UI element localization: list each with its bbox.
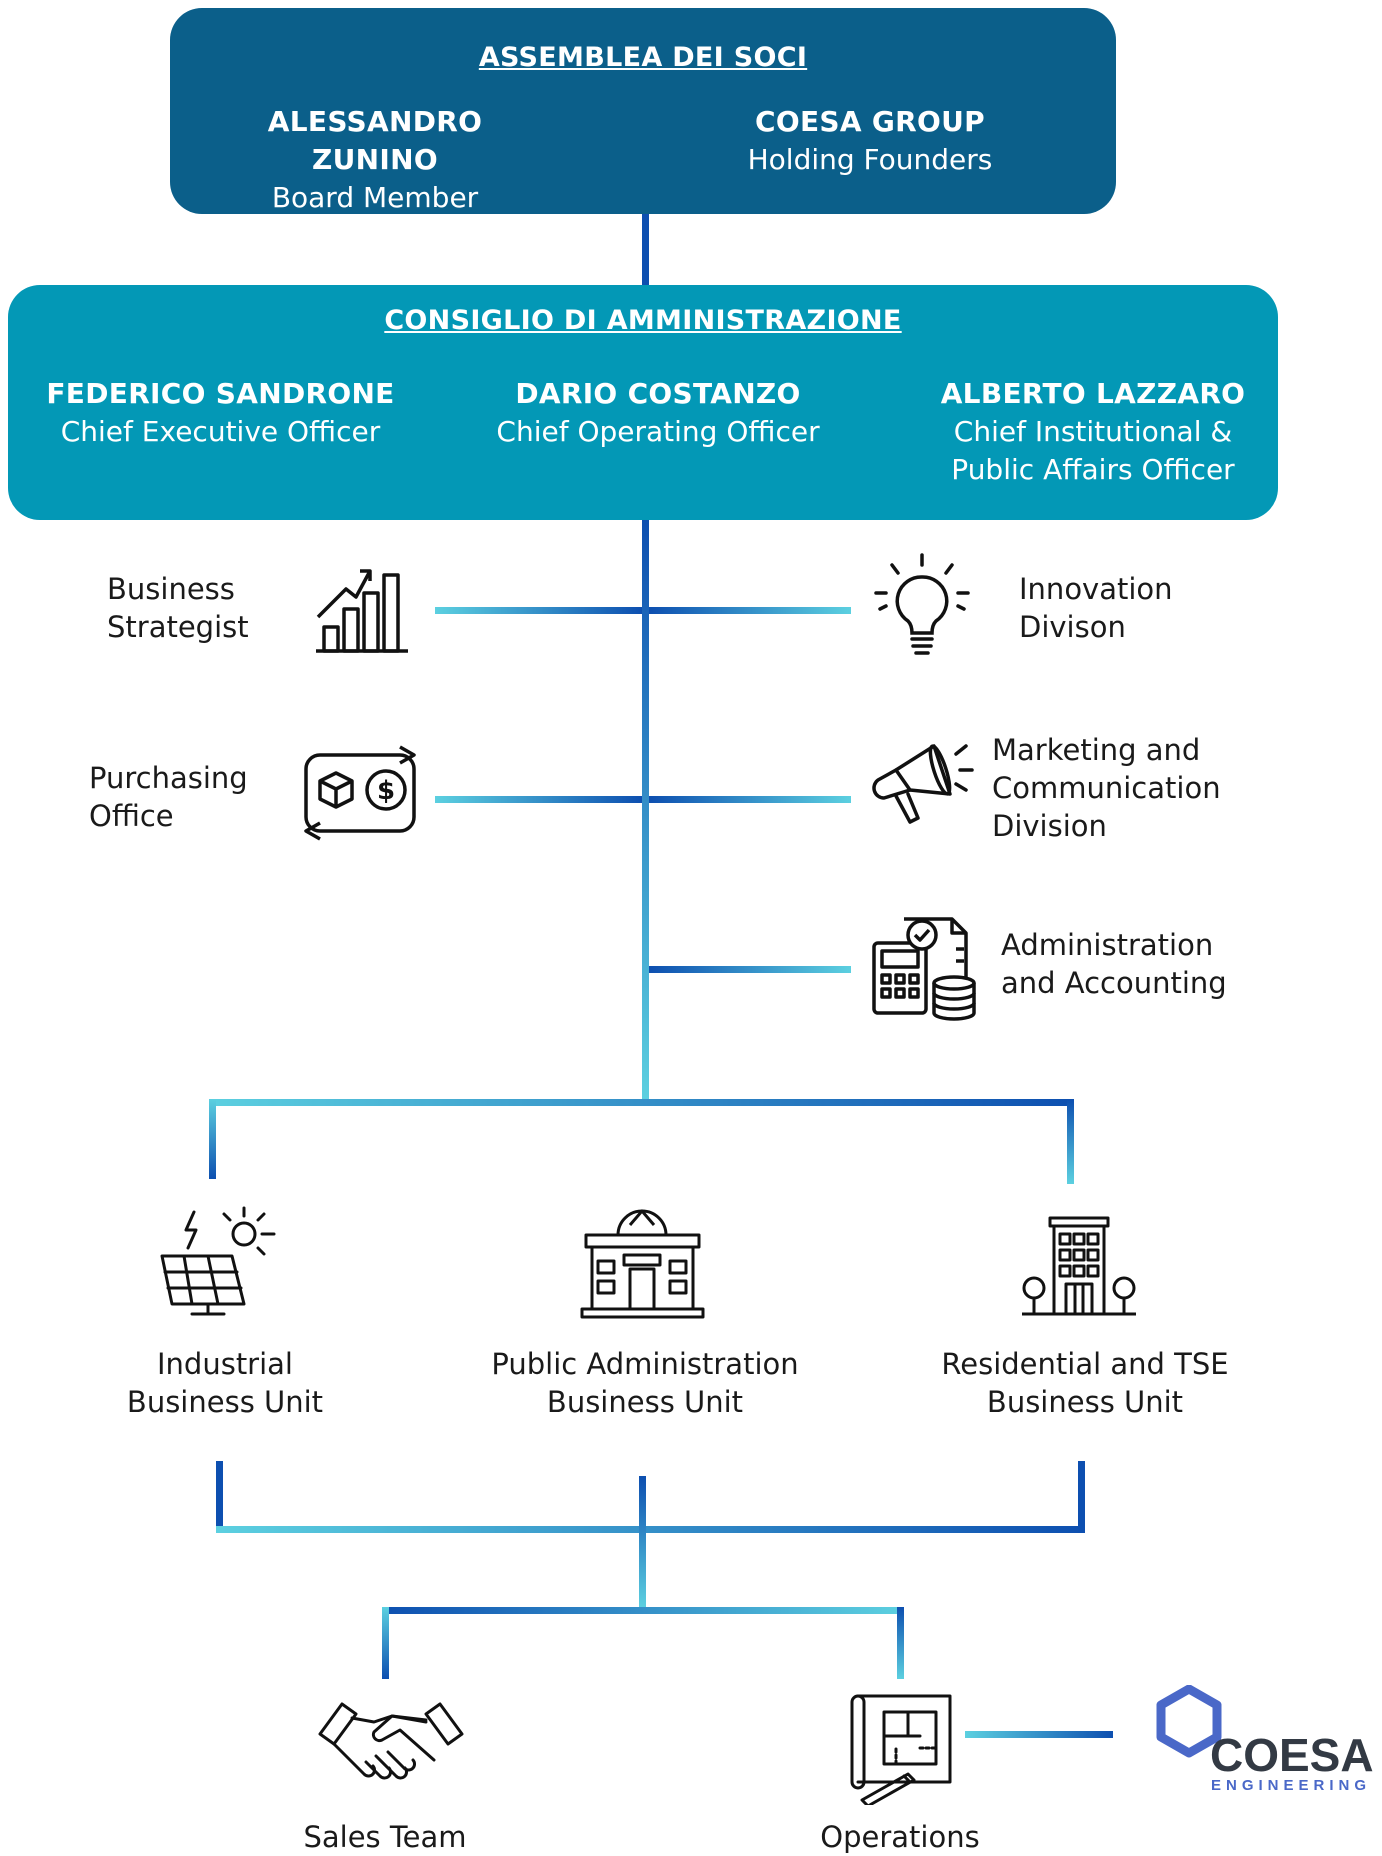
business-strategist-label: Business Strategist	[107, 570, 249, 646]
label-line: Administration	[1001, 928, 1214, 962]
label-line: Marketing and	[992, 733, 1201, 767]
sales-team-label: Sales Team	[303, 1820, 467, 1854]
label-line: Public Administration	[491, 1347, 799, 1381]
member-name: ALESSANDRO ZUNINO	[267, 105, 483, 176]
growth-chart-icon	[312, 565, 412, 655]
label-line: Residential and TSE	[941, 1347, 1229, 1381]
member-name: DARIO COSTANZO	[515, 377, 801, 410]
business-unit-label: Public Administration Business Unit	[440, 1345, 850, 1421]
member-card: ALESSANDRO ZUNINO Board Member	[205, 103, 545, 217]
innovation-division-label: Innovation Divison	[1019, 570, 1173, 646]
calculator-accounting-icon	[870, 913, 980, 1023]
marketing-division-label: Marketing and Communication Division	[992, 731, 1221, 845]
label-line: Division	[992, 809, 1107, 843]
member-name: FEDERICO SANDRONE	[46, 377, 395, 410]
member-name: ALBERTO LAZZARO	[940, 377, 1246, 410]
member-card: ALBERTO LAZZARO Chief Institutional & Pu…	[908, 375, 1278, 489]
member-card: DARIO COSTANZO Chief Operating Officer	[468, 375, 848, 451]
lightbulb-icon	[872, 553, 972, 663]
consiglio-title: CONSIGLIO DI AMMINISTRAZIONE	[384, 305, 902, 336]
label-line: Industrial	[156, 1347, 293, 1381]
member-card: COESA GROUP Holding Founders	[710, 103, 1030, 179]
logo-word: COESA	[1210, 1729, 1374, 1781]
hexagon-icon	[1156, 1684, 1222, 1758]
coesa-engineering-logo: COESA ENGINEERING	[1135, 1684, 1375, 1795]
assemblea-title: ASSEMBLEA DEI SOCI	[478, 42, 808, 73]
label-line: Purchasing	[89, 761, 248, 795]
logo-subword: ENGINEERING	[1211, 1777, 1372, 1794]
label-line: Business	[107, 572, 235, 606]
member-name: COESA GROUP	[755, 105, 985, 138]
residential-building-icon	[1020, 1210, 1138, 1320]
member-role: Chief Executive Officer	[60, 415, 381, 448]
member-role: Chief Institutional &	[953, 415, 1233, 448]
operations-label: Operations	[820, 1820, 980, 1854]
purchasing-office-label: Purchasing Office	[89, 759, 248, 835]
member-role: Public Affairs Officer	[951, 453, 1235, 486]
solar-panel-icon	[158, 1202, 283, 1322]
member-role: Board Member	[271, 181, 479, 214]
label-line: and Accounting	[1001, 966, 1227, 1000]
consiglio-amministrazione-box: CONSIGLIO DI AMMINISTRAZIONE FEDERICO SA…	[8, 285, 1278, 520]
business-unit-label: Residential and TSE Business Unit	[905, 1345, 1265, 1421]
assemblea-soci-box: ASSEMBLEA DEI SOCI ALESSANDRO ZUNINO Boa…	[170, 8, 1116, 214]
member-role: Holding Founders	[747, 143, 993, 176]
purchase-exchange-icon: $	[300, 743, 420, 843]
label-line: Divison	[1019, 610, 1126, 644]
label-line: Innovation	[1019, 572, 1173, 606]
label-line: Office	[89, 799, 174, 833]
megaphone-icon	[866, 740, 976, 840]
handshake-icon	[316, 1700, 466, 1795]
label-line: Communication	[992, 771, 1221, 805]
member-card: FEDERICO SANDRONE Chief Executive Office…	[18, 375, 423, 451]
label-line: Business Unit	[986, 1385, 1184, 1419]
blueprint-icon	[848, 1690, 958, 1808]
label-line: Business Unit	[126, 1385, 324, 1419]
member-role: Chief Operating Officer	[496, 415, 820, 448]
label-line: Business Unit	[546, 1385, 744, 1419]
label-line: Strategist	[107, 610, 249, 644]
administration-accounting-label: Administration and Accounting	[1001, 926, 1227, 1002]
business-unit-label: Industrial Business Unit	[80, 1345, 370, 1421]
svg-text:$: $	[377, 776, 395, 806]
public-building-icon	[580, 1205, 705, 1320]
